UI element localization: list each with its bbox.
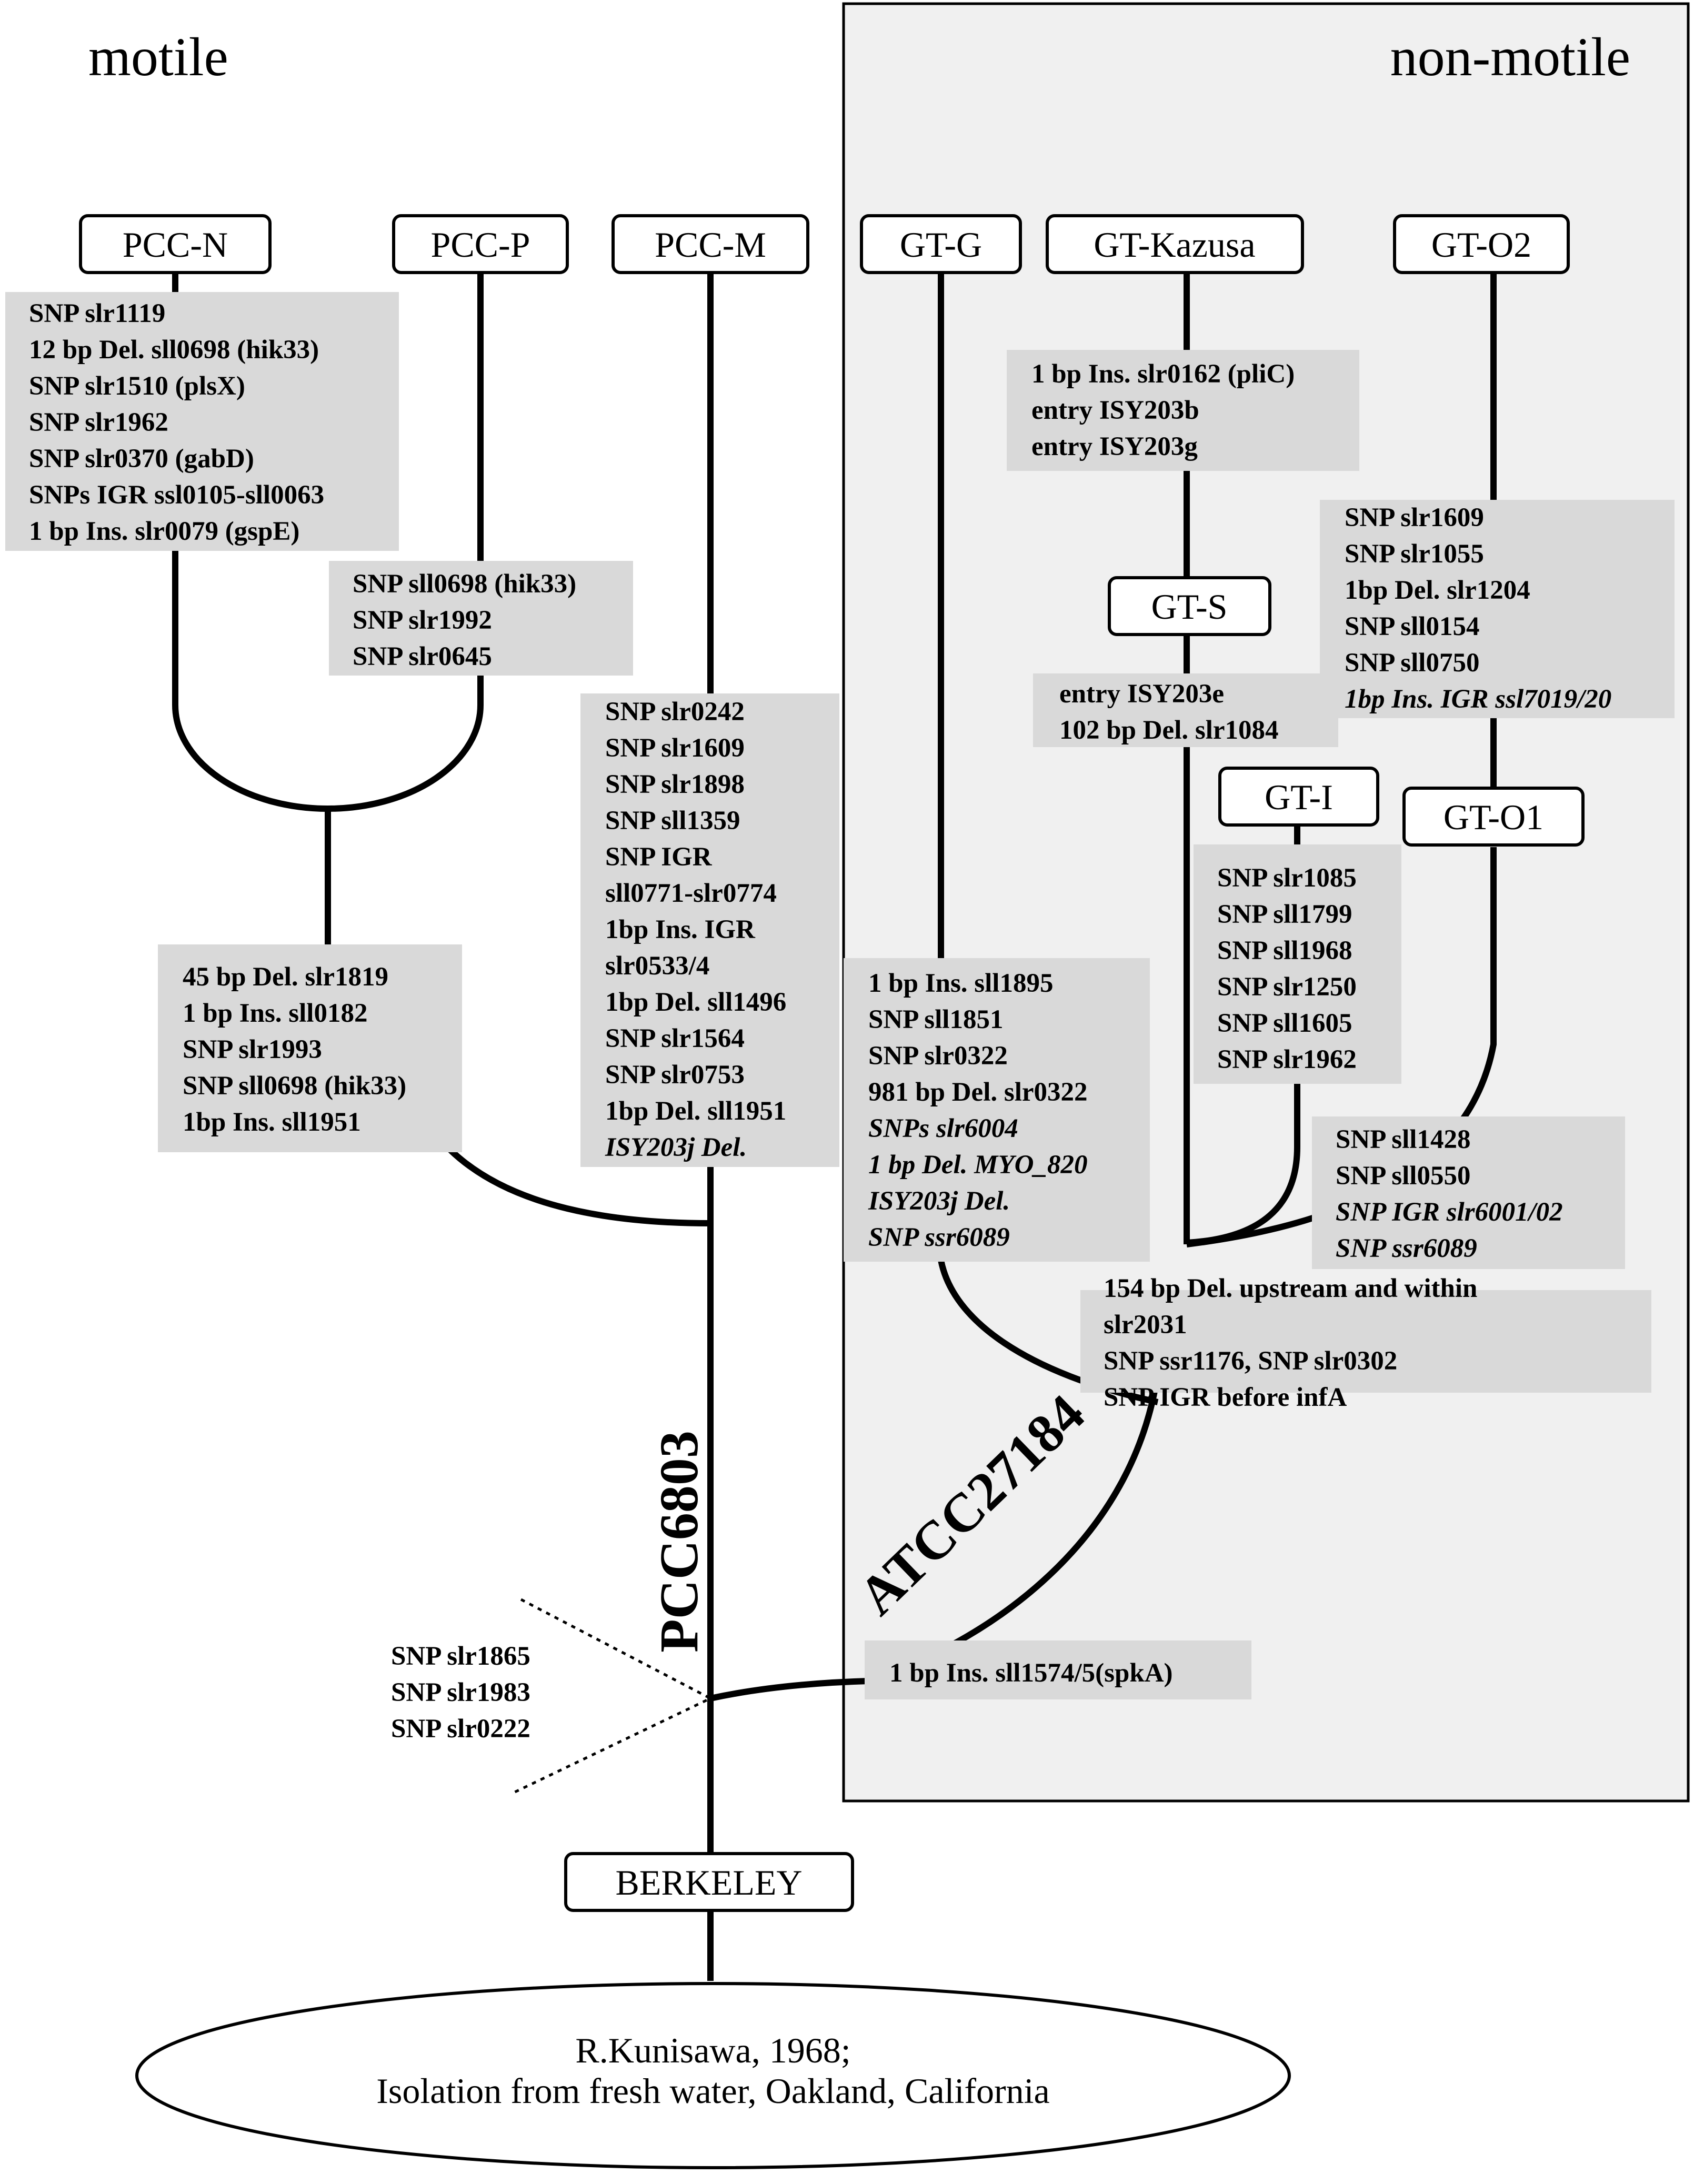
notes-atcc-root: 1 bp Ins. sll1574/5(spkA) bbox=[889, 1658, 1173, 1688]
node-gt-i-label: GT-I bbox=[1265, 777, 1333, 817]
node-pcc-m: PCC-M bbox=[612, 214, 809, 274]
notes-gt-s: entry ISY203e 102 bp Del. slr1084 bbox=[1059, 679, 1279, 745]
pcc-n-branch bbox=[172, 257, 484, 812]
note-boxes bbox=[5, 292, 1675, 1699]
node-pcc-n-label: PCC-N bbox=[123, 225, 228, 265]
origin-ellipse: R.Kunisawa, 1968; Isolation from fresh w… bbox=[135, 1982, 1291, 2169]
node-gt-s-label: GT-S bbox=[1151, 587, 1228, 627]
node-gt-o1: GT-O1 bbox=[1402, 787, 1585, 847]
notes-gt-o2: SNP slr1609 SNP slr1055 1bp Del. slr1204… bbox=[1345, 503, 1611, 714]
node-gt-g-label: GT-G bbox=[900, 225, 982, 265]
notes-gt-g: 1 bp Ins. sll1895 SNP sll1851 SNP slr032… bbox=[868, 969, 1094, 1252]
node-gt-i: GT-I bbox=[1218, 767, 1379, 827]
atcc-join bbox=[709, 1678, 869, 1702]
notes-gt-i: SNP slr1085 SNP sll1799 SNP sll1968 SNP … bbox=[1217, 863, 1364, 1074]
node-gt-g: GT-G bbox=[860, 214, 1022, 274]
notes-pcc-root: SNP slr1865 SNP slr1983 SNP slr0222 bbox=[391, 1642, 537, 1744]
origin-line-1: R.Kunisawa, 1968; bbox=[575, 2030, 850, 2070]
node-pcc-p: PCC-P bbox=[392, 214, 569, 274]
node-gt-s: GT-S bbox=[1108, 576, 1271, 636]
node-berkeley: BERKELEY bbox=[564, 1852, 854, 1912]
node-berkeley-label: BERKELEY bbox=[615, 1863, 802, 1903]
non-motile-header: non-motile bbox=[1390, 27, 1630, 87]
node-pcc-n: PCC-N bbox=[79, 214, 272, 274]
notes-gt-common: 154 bp Del. upstream and within slr2031 … bbox=[1104, 1274, 1484, 1412]
node-pcc-p-label: PCC-P bbox=[431, 225, 530, 265]
motile-header: motile bbox=[88, 27, 228, 87]
node-gt-o2-label: GT-O2 bbox=[1431, 225, 1531, 265]
notes-pcc-np: 45 bp Del. slr1819 1 bp Ins. sll0182 SNP… bbox=[183, 962, 413, 1137]
notes-pcc-m: SNP slr0242 SNP slr1609 SNP slr1898 SNP … bbox=[605, 697, 793, 1162]
notes-gt-kazusa: 1 bp Ins. slr0162 (pliC) entry ISY203b e… bbox=[1031, 359, 1301, 461]
notes-gt-o1: SNP sll1428 SNP sll0550 SNP IGR slr6001/… bbox=[1336, 1125, 1569, 1263]
pcc-np-join bbox=[447, 1147, 711, 1226]
pcc6803-lineage-label: PCC6803 bbox=[649, 1431, 709, 1653]
pcc-root-dotted-lines bbox=[509, 1598, 714, 1796]
node-gt-kazusa: GT-Kazusa bbox=[1046, 214, 1304, 274]
node-gt-o2: GT-O2 bbox=[1393, 214, 1570, 274]
notes-pcc-n: SNP slr1119 12 bp Del. sll0698 (hik33) S… bbox=[29, 299, 331, 546]
notes-pcc-p: SNP sll0698 (hik33) SNP slr1992 SNP slr0… bbox=[353, 569, 583, 671]
node-gt-kazusa-label: GT-Kazusa bbox=[1094, 225, 1255, 265]
node-gt-o1-label: GT-O1 bbox=[1444, 797, 1543, 837]
origin-line-2: Isolation from fresh water, Oakland, Cal… bbox=[376, 2071, 1049, 2111]
node-pcc-m-label: PCC-M bbox=[655, 225, 766, 265]
